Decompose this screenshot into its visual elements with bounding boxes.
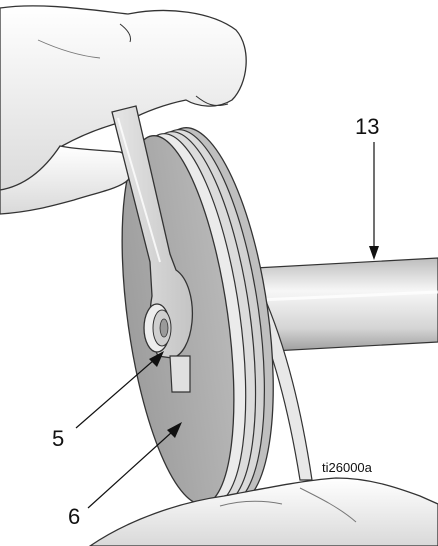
- wrench: [111, 105, 194, 393]
- leader-6: [87, 422, 182, 509]
- lower-hand: [88, 477, 438, 546]
- nut: [143, 303, 172, 353]
- leader-5: [75, 351, 164, 429]
- shaft: [254, 257, 438, 353]
- figure-id: ti26000a: [322, 460, 372, 475]
- callout-6: 6: [68, 504, 81, 529]
- upper-hand: [0, 5, 247, 215]
- callout-5: 5: [52, 426, 65, 451]
- callout-13: 13: [355, 114, 380, 139]
- leader-13: [369, 142, 379, 260]
